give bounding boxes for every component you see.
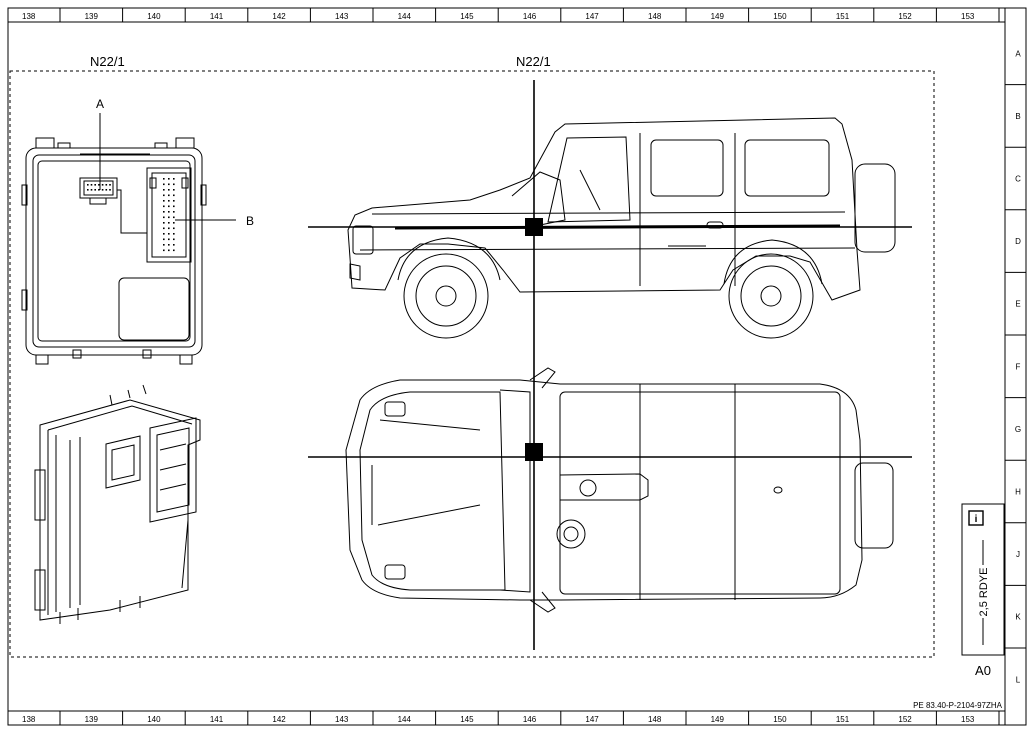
- component-region-frame: [9, 70, 935, 658]
- column-label: 142: [272, 12, 286, 21]
- column-label: 145: [460, 12, 474, 21]
- column-label: 153: [961, 715, 975, 724]
- connector-a-label: A: [96, 97, 104, 111]
- sheet-frame: [7, 7, 1027, 726]
- column-label: 153: [961, 12, 975, 21]
- column-label: 141: [210, 715, 224, 724]
- control-unit-front-view: [21, 113, 236, 365]
- column-label: 146: [523, 12, 537, 21]
- sheet-code: A0: [975, 663, 991, 678]
- column-grid-top: 138 139 140 141 142 143 144 145 146 147 148 149 150 1…: [22, 8, 1000, 22]
- column-label: 150: [773, 12, 787, 21]
- module-label: N22/1: [90, 54, 125, 69]
- control-unit-isometric-view: [34, 384, 201, 624]
- row-label: G: [1015, 425, 1021, 434]
- row-label: K: [1015, 613, 1021, 622]
- column-label: 138: [22, 715, 36, 724]
- column-label: 142: [272, 715, 286, 724]
- row-grid-right: A B C D E F G H J K L: [1005, 49, 1026, 684]
- row-label: L: [1016, 675, 1021, 684]
- row-label: B: [1015, 112, 1020, 121]
- column-label: 138: [22, 12, 36, 21]
- column-label: 151: [836, 715, 850, 724]
- column-label: 145: [460, 715, 474, 724]
- column-label: 139: [85, 715, 99, 724]
- vehicle-side-view: [347, 117, 896, 339]
- column-label: 143: [335, 715, 349, 724]
- column-label: 148: [648, 12, 662, 21]
- row-label: E: [1015, 300, 1020, 309]
- row-label: F: [1016, 362, 1021, 371]
- wire-legend: i 2,5 RDYE: [961, 503, 1005, 656]
- column-label: 149: [711, 12, 725, 21]
- column-grid-bottom: 138 139 140 141 142 143 144 145 146 147 148 149 150 1…: [22, 711, 1000, 725]
- location-marker-side: [525, 218, 543, 236]
- location-marker-top: [525, 443, 543, 461]
- column-label: 152: [898, 12, 912, 21]
- column-label: 148: [648, 715, 662, 724]
- row-label: J: [1016, 550, 1020, 559]
- column-label: 152: [898, 715, 912, 724]
- document-id: PE 83.40-P-2104-97ZHA: [913, 701, 1003, 710]
- column-label: 143: [335, 12, 349, 21]
- column-label: 144: [398, 715, 412, 724]
- column-label: 141: [210, 12, 224, 21]
- location-label: N22/1: [516, 54, 551, 69]
- column-label: 144: [398, 12, 412, 21]
- column-label: 150: [773, 715, 787, 724]
- column-label: 140: [147, 12, 161, 21]
- info-icon: [968, 510, 984, 526]
- wire-spec-label: 2,5 RDYE: [978, 568, 990, 617]
- column-label: 149: [711, 715, 725, 724]
- connector-b-label: B: [246, 214, 254, 228]
- row-label: H: [1015, 488, 1021, 497]
- vehicle-top-view: [345, 367, 894, 613]
- svg-text:i: i: [975, 514, 978, 525]
- row-label: C: [1015, 175, 1021, 184]
- column-label: 146: [523, 715, 537, 724]
- column-label: 147: [585, 715, 599, 724]
- row-label: A: [1015, 49, 1021, 58]
- column-label: 139: [85, 12, 99, 21]
- column-label: 140: [147, 715, 161, 724]
- location-crosshair: [308, 80, 912, 650]
- column-label: 151: [836, 12, 850, 21]
- column-label: 147: [585, 12, 599, 21]
- row-label: D: [1015, 237, 1021, 246]
